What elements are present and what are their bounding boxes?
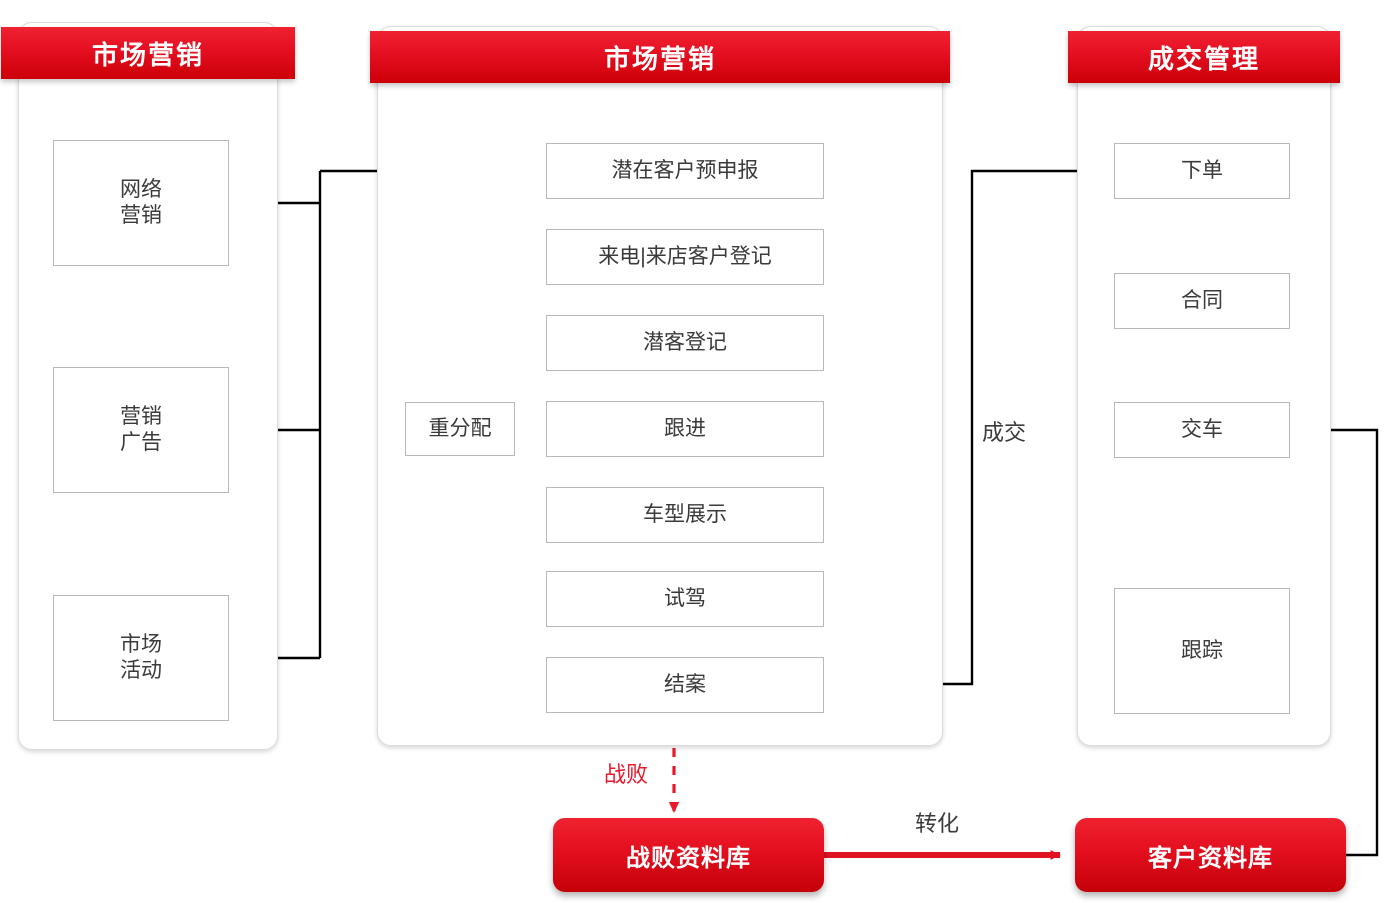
- node-reassign[interactable]: 重分配: [405, 402, 515, 456]
- db-customers[interactable]: 客户资料库: [1075, 818, 1346, 892]
- node-call-store-reg[interactable]: 来电|来店客户登记: [546, 229, 824, 285]
- db-lost-customers[interactable]: 战败资料库: [553, 818, 824, 892]
- node-prospect-reg[interactable]: 潜客登记: [546, 315, 824, 371]
- node-market-activities[interactable]: 市场 活动: [53, 595, 229, 721]
- edge-label-deal: 成交: [982, 420, 1027, 445]
- node-delivery[interactable]: 交车: [1114, 402, 1290, 458]
- node-marketing-ads[interactable]: 营销 广告: [53, 367, 229, 493]
- node-case-close[interactable]: 结案: [546, 657, 824, 713]
- node-model-display[interactable]: 车型展示: [546, 487, 824, 543]
- node-contract[interactable]: 合同: [1114, 273, 1290, 329]
- node-tracking[interactable]: 跟踪: [1114, 588, 1290, 714]
- lane-title-marketing-sources: 市场营销: [1, 27, 295, 79]
- node-place-order[interactable]: 下单: [1114, 143, 1290, 199]
- edge-label-lost: 战败: [604, 762, 649, 787]
- wire-delivery-to-customer-db: [1290, 428, 1379, 860]
- lane-title-marketing-process: 市场营销: [370, 31, 950, 83]
- node-online-marketing[interactable]: 网络 营销: [53, 140, 229, 266]
- node-followup[interactable]: 跟进: [546, 401, 824, 457]
- lane-marketing-process: 市场营销: [370, 26, 950, 746]
- lane-title-deal-management: 成交管理: [1068, 31, 1340, 83]
- edge-label-conversion: 转化: [915, 811, 960, 836]
- node-test-drive[interactable]: 试驾: [546, 571, 824, 627]
- node-prospect-prereport[interactable]: 潜在客户预申报: [546, 143, 824, 199]
